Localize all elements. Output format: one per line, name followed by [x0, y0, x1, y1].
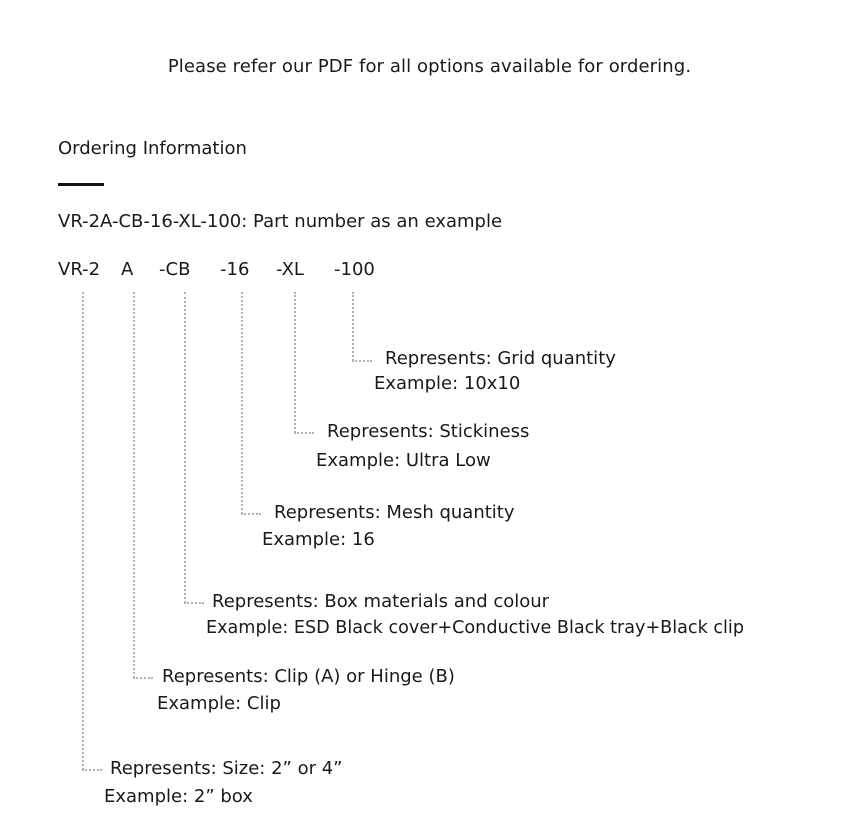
leader-stickiness-vertical: [294, 292, 296, 433]
leader-closure-vertical: [133, 292, 135, 678]
segment-stickiness: -XL: [276, 259, 304, 280]
segment-size: VR-2: [58, 259, 101, 280]
segment-box-material: -CB: [159, 259, 191, 280]
segment-mesh: -16: [220, 259, 250, 280]
title-underline: [58, 183, 104, 186]
leader-size-tick: [82, 769, 102, 771]
callout-grid-represents: Represents: Grid quantity: [385, 348, 616, 369]
segment-closure: A: [121, 259, 134, 280]
leader-grid-tick: [352, 360, 372, 362]
leader-box-material-vertical: [184, 292, 186, 603]
callout-grid-example: Example: 10x10: [374, 373, 521, 394]
leader-size-vertical: [82, 292, 84, 770]
callout-mesh-example: Example: 16: [262, 529, 375, 550]
callout-closure-example: Example: Clip: [157, 693, 281, 714]
callout-closure-represents: Represents: Clip (A) or Hinge (B): [162, 666, 455, 687]
leader-mesh-tick: [241, 513, 261, 515]
leader-grid-vertical: [352, 292, 354, 361]
callout-stickiness-example: Example: Ultra Low: [316, 450, 491, 471]
callout-mesh-represents: Represents: Mesh quantity: [274, 502, 515, 523]
section-title: Ordering Information: [58, 138, 247, 159]
segment-grid: -100: [334, 259, 375, 280]
callout-size-represents: Represents: Size: 2” or 4”: [110, 758, 343, 779]
ordering-notice: Please refer our PDF for all options ava…: [167, 56, 692, 77]
leader-box-material-tick: [184, 602, 204, 604]
leader-stickiness-tick: [294, 432, 314, 434]
leader-closure-tick: [133, 677, 153, 679]
leader-mesh-vertical: [241, 292, 243, 514]
callout-box-material-example: Example: ESD Black cover+Conductive Blac…: [206, 618, 744, 638]
part-number-example: VR-2A-CB-16-XL-100: Part number as an ex…: [58, 211, 503, 232]
callout-box-material-represents: Represents: Box materials and colour: [212, 591, 550, 612]
callout-stickiness-represents: Represents: Stickiness: [327, 421, 530, 442]
callout-size-example: Example: 2” box: [104, 786, 253, 807]
